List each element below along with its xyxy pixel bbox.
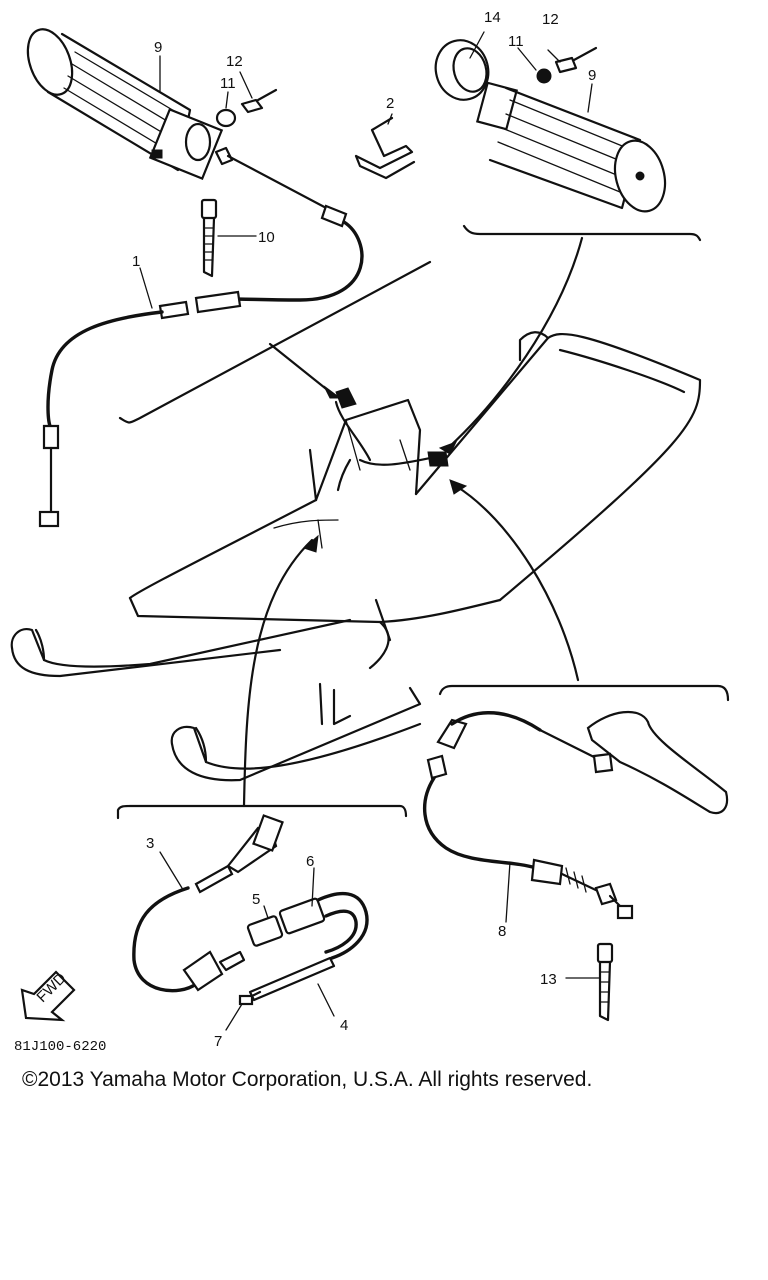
brake-cable: [422, 711, 634, 920]
bracket-bottom-left: [116, 804, 408, 820]
callout-12-left-screw: 12: [226, 53, 243, 70]
left-handlebar-grip: [26, 28, 224, 181]
left-grip-nut: [215, 108, 237, 128]
callout-leaders: [139, 31, 601, 1031]
exploded-parts-diagram: FWD 9 12 11 2 10 1 14 12 11 9 3 6 5 4 7 …: [10, 9, 730, 1055]
callout-3-choke-cable: 3: [146, 835, 154, 852]
callout-7-wire: 7: [214, 1033, 222, 1050]
callout-11-left-nut: 11: [220, 75, 236, 92]
callout-11-right-nut: 11: [508, 33, 524, 50]
choke-plunger: [246, 897, 326, 947]
callout-4-hose: 4: [340, 1017, 348, 1034]
brake-lever: [586, 710, 729, 815]
right-ski: [170, 682, 422, 782]
callout-9-left-grip: 9: [154, 39, 162, 56]
throttle-cable-end: [214, 146, 348, 228]
left-grip-screw: [240, 88, 278, 114]
callout-2-clip: 2: [386, 95, 394, 112]
callout-13-tie: 13: [540, 971, 557, 988]
handlebar-assembly-center: [334, 387, 449, 492]
right-grip-nut: [536, 68, 552, 84]
right-grip-screw: [554, 46, 598, 74]
bracket-top-right: [438, 224, 702, 455]
choke-wire: [238, 990, 262, 1006]
grip-ring: [434, 39, 490, 101]
callout-9-right-grip: 9: [588, 67, 596, 84]
choke-cable: [132, 814, 284, 993]
cable-tie-right: [596, 942, 614, 1022]
cable-clip: [354, 116, 416, 180]
right-handlebar-grip: [475, 81, 667, 213]
callout-5-plunger: 5: [252, 891, 260, 908]
fwd-arrow-icon: FWD: [20, 970, 76, 1022]
callout-14-ring: 14: [484, 9, 501, 26]
bracket-bottom-right: [438, 684, 730, 702]
callout-8-brake-cable: 8: [498, 923, 506, 940]
callout-10-tie: 10: [258, 229, 275, 246]
leader-arrows: [242, 479, 580, 808]
callout-6-hoses: 6: [306, 853, 314, 870]
callout-1-throttle-cable: 1: [132, 253, 140, 270]
callout-12-right-screw: 12: [542, 11, 559, 28]
copyright-notice: ©2013 Yamaha Motor Corporation, U.S.A. A…: [22, 1068, 593, 1091]
snowmobile-body: [128, 331, 702, 670]
part-code: 81J100-6220: [14, 1039, 106, 1055]
left-ski: [10, 618, 352, 678]
cable-tie-left: [200, 198, 218, 278]
bracket-top-left: [118, 260, 432, 424]
throttle-cable: [38, 220, 364, 528]
